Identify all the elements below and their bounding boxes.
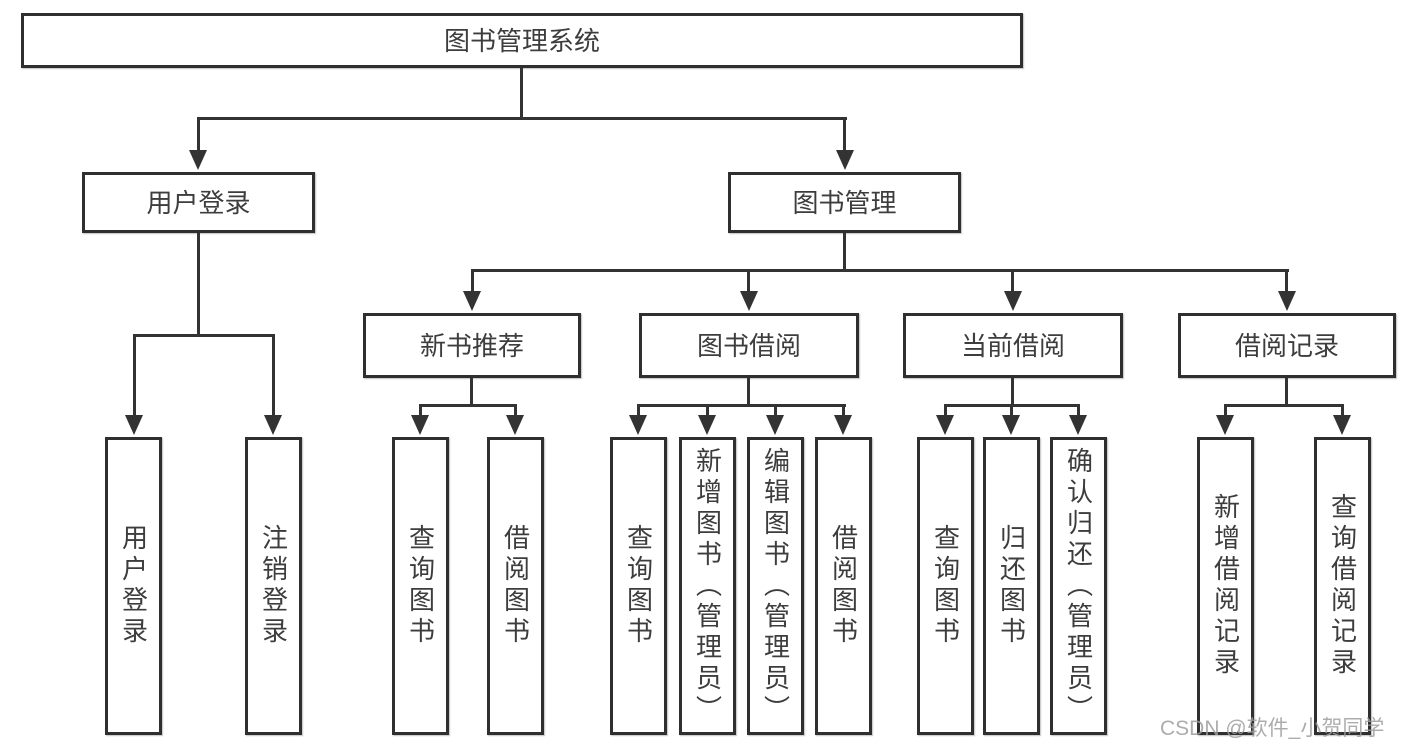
node-label: 用户登录 — [118, 524, 149, 648]
connector-arrowhead — [766, 415, 784, 435]
leaf-user-login: 用户登录 — [105, 437, 162, 735]
connector-arrowhead — [834, 415, 852, 435]
node-label: 借阅图书 — [500, 524, 531, 648]
node-label: 当前借阅 — [960, 330, 1065, 361]
leaf-add-borrowing-record: 新增借阅记录 — [1197, 437, 1254, 735]
connector-hline — [637, 404, 846, 407]
connector-arrowhead — [1333, 415, 1351, 435]
node-new-book-recommendation: 新书推荐 — [363, 313, 581, 378]
leaf-borrow-books-recommendation: 借阅图书 — [487, 437, 544, 735]
node-label: 图书管理系统 — [443, 25, 600, 56]
connector-hline — [1224, 404, 1344, 407]
node-label: 查询图书 — [930, 524, 961, 648]
connector-vline — [1285, 378, 1288, 407]
node-label: 查询图书 — [405, 524, 436, 648]
connector-arrowhead — [740, 291, 758, 311]
connector-vline — [514, 404, 517, 418]
leaf-add-book-admin: 新增图书（管理员） — [679, 437, 736, 735]
connector-vline — [944, 404, 947, 418]
node-label: 查询借阅记录 — [1327, 493, 1358, 679]
connector-arrowhead — [125, 415, 143, 435]
connector-vline — [133, 334, 136, 418]
node-label: 新增借阅记录 — [1210, 493, 1241, 679]
connector-vline — [1341, 404, 1344, 418]
connector-arrowhead — [189, 150, 207, 170]
node-label: 查询图书 — [623, 524, 654, 648]
leaf-borrow-books-borrowing: 借阅图书 — [815, 437, 872, 735]
leaf-return-books: 归还图书 — [983, 437, 1040, 735]
node-book-borrowing: 图书借阅 — [639, 313, 859, 378]
connector-arrowhead — [629, 415, 647, 435]
connector-vline — [1011, 378, 1014, 407]
connector-vline — [843, 233, 846, 272]
node-label: 借阅图书 — [828, 524, 859, 648]
node-borrowing-records: 借阅记录 — [1178, 313, 1396, 378]
node-label: 借阅记录 — [1234, 330, 1339, 361]
node-user-login: 用户登录 — [82, 172, 315, 233]
connector-arrowhead — [836, 150, 854, 170]
connector-vline — [419, 404, 422, 418]
node-label: 编辑图书（管理员） — [760, 446, 791, 726]
connector-vline — [706, 404, 709, 418]
connector-vline — [470, 378, 473, 407]
connector-hline — [471, 269, 1289, 272]
leaf-query-books-borrowing: 查询图书 — [610, 437, 667, 735]
leaf-confirm-return-admin: 确认归还（管理员） — [1050, 437, 1107, 735]
node-library-management-system: 图书管理系统 — [21, 13, 1023, 68]
connector-vline — [520, 68, 523, 119]
connector-hline — [133, 334, 275, 337]
connector-hline — [419, 404, 517, 407]
connector-arrowhead — [1002, 415, 1020, 435]
node-book-management: 图书管理 — [728, 172, 961, 233]
connector-vline — [843, 117, 846, 153]
connector-arrowhead — [1069, 415, 1087, 435]
connector-vline — [637, 404, 640, 418]
connector-arrowhead — [264, 415, 282, 435]
connector-arrowhead — [463, 291, 481, 311]
leaf-query-books-recommendation: 查询图书 — [392, 437, 449, 735]
connector-vline — [471, 269, 474, 295]
csdn-watermark: CSDN @软件_小贺同学 — [1160, 717, 1385, 740]
node-label: 确认归还（管理员） — [1063, 446, 1094, 726]
connector-vline — [747, 378, 750, 407]
connector-vline — [1285, 269, 1288, 295]
node-label: 图书管理 — [792, 187, 897, 218]
connector-vline — [1011, 269, 1014, 295]
leaf-query-books-current: 查询图书 — [917, 437, 974, 735]
connector-arrowhead — [698, 415, 716, 435]
connector-arrowhead — [1004, 291, 1022, 311]
connector-arrowhead — [1216, 415, 1234, 435]
node-label: 注销登录 — [258, 524, 289, 648]
connector-arrowhead — [1278, 291, 1296, 311]
leaf-logout: 注销登录 — [245, 437, 302, 735]
connector-arrowhead — [506, 415, 524, 435]
connector-vline — [1224, 404, 1227, 418]
leaf-edit-book-admin: 编辑图书（管理员） — [747, 437, 804, 735]
node-label: 图书借阅 — [696, 330, 801, 361]
node-label: 新书推荐 — [419, 330, 524, 361]
connector-arrowhead — [936, 415, 954, 435]
connector-vline — [197, 233, 200, 336]
connector-vline — [842, 404, 845, 418]
connector-hline — [197, 117, 847, 120]
leaf-query-borrowing-record: 查询借阅记录 — [1314, 437, 1371, 735]
connector-vline — [1010, 404, 1013, 418]
connector-arrowhead — [411, 415, 429, 435]
connector-vline — [197, 117, 200, 153]
node-current-borrowing: 当前借阅 — [903, 313, 1123, 378]
connector-vline — [747, 269, 750, 295]
node-label: 用户登录 — [146, 187, 251, 218]
connector-vline — [1077, 404, 1080, 418]
node-label: 归还图书 — [996, 524, 1027, 648]
connector-vline — [272, 334, 275, 418]
connector-vline — [774, 404, 777, 418]
node-label: 新增图书（管理员） — [692, 446, 723, 726]
